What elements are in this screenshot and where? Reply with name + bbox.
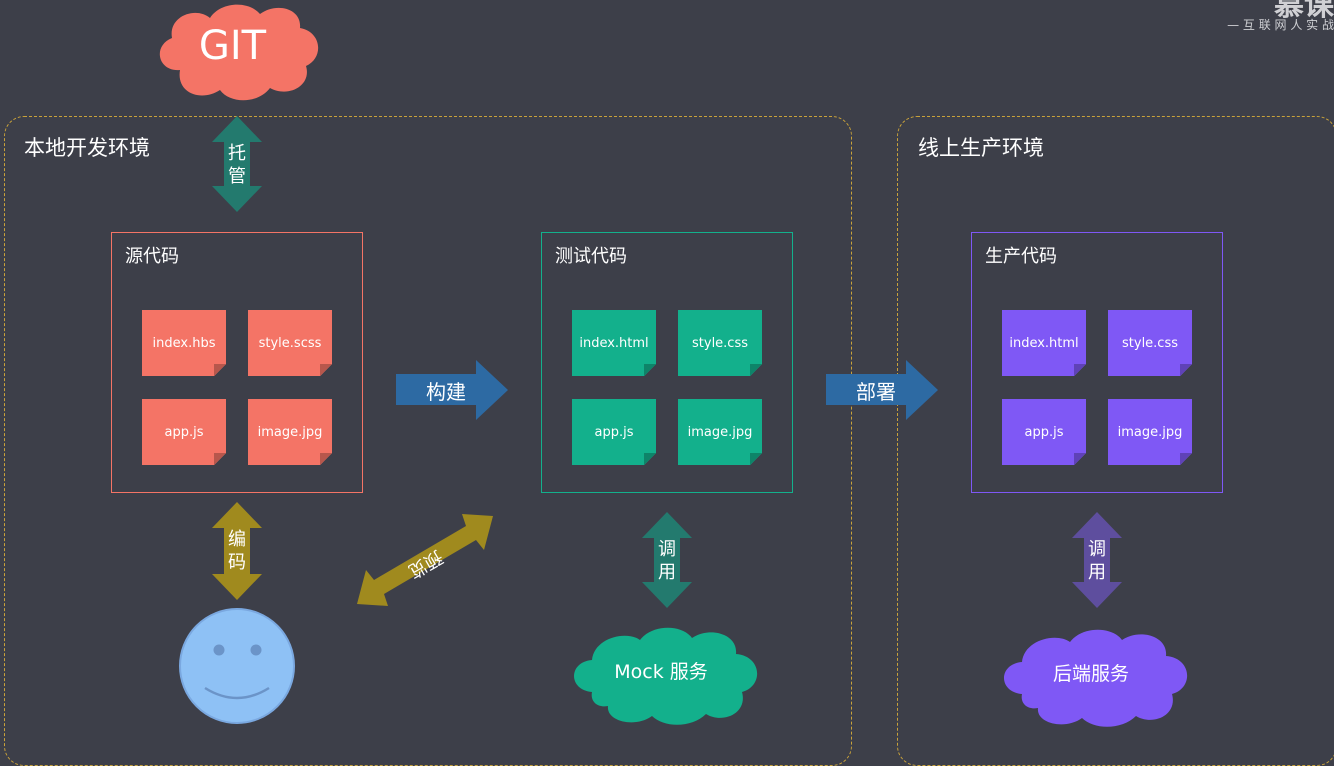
file-note: image.jpg	[678, 399, 762, 465]
file-name: index.html	[579, 335, 649, 351]
file-name: style.css	[1122, 335, 1178, 351]
git-label: GIT	[198, 23, 267, 69]
file-note: app.js	[142, 399, 226, 465]
build-label: 构建	[426, 380, 466, 404]
host-arrow	[212, 116, 262, 212]
test-code-title: 测试代码	[555, 246, 627, 267]
prod-env-title: 线上生产环境	[918, 136, 1044, 160]
mock-service-label: Mock 服务	[614, 661, 708, 683]
file-name: index.html	[1009, 335, 1079, 351]
call-mock-arrow	[642, 512, 692, 608]
file-name: image.jpg	[257, 424, 323, 440]
file-note: app.js	[572, 399, 656, 465]
backend-service-label: 后端服务	[1052, 663, 1129, 685]
mock-cloud-icon	[574, 627, 758, 725]
file-note: index.hbs	[142, 310, 226, 376]
file-note: image.jpg	[1108, 399, 1192, 465]
test-code-box: 测试代码 index.html style.css app.js image.jpg	[541, 232, 793, 493]
git-cloud-icon	[159, 4, 319, 101]
deploy-arrow	[826, 360, 938, 420]
file-name: image.jpg	[1117, 424, 1183, 440]
file-name: app.js	[1024, 424, 1064, 440]
source-code-box: 源代码 index.hbs style.scss app.js image.jpg	[111, 232, 363, 493]
call-backend-arrow	[1072, 512, 1122, 608]
encode-label: 编码	[228, 529, 246, 573]
encode-arrow	[212, 502, 262, 600]
backend-cloud-icon	[1004, 629, 1188, 727]
file-name: image.jpg	[687, 424, 753, 440]
file-name: index.hbs	[152, 335, 216, 351]
file-note: image.jpg	[248, 399, 332, 465]
call-backend-label: 调用	[1088, 539, 1106, 583]
build-arrow	[396, 360, 508, 420]
file-note: index.html	[572, 310, 656, 376]
prod-code-box: 生产代码 index.html style.css app.js image.jpg	[971, 232, 1223, 493]
call-mock-label: 调用	[658, 539, 676, 583]
local-env-title: 本地开发环境	[24, 136, 150, 160]
file-note: style.scss	[248, 310, 332, 376]
file-name: app.js	[594, 424, 634, 440]
file-name: style.scss	[258, 335, 322, 351]
file-name: style.css	[692, 335, 748, 351]
prod-code-title: 生产代码	[985, 246, 1057, 267]
deploy-label: 部署	[856, 380, 896, 404]
smiley-face-icon	[179, 608, 295, 724]
file-note: index.html	[1002, 310, 1086, 376]
watermark-tagline: — 互 联 网 人 实 战	[1227, 18, 1334, 32]
source-code-title: 源代码	[125, 246, 179, 267]
file-name: app.js	[164, 424, 204, 440]
file-note: style.css	[1108, 310, 1192, 376]
preview-arrow	[357, 514, 493, 606]
watermark-logo: 慕课网	[1274, 0, 1334, 23]
host-label: 托管	[228, 143, 246, 187]
